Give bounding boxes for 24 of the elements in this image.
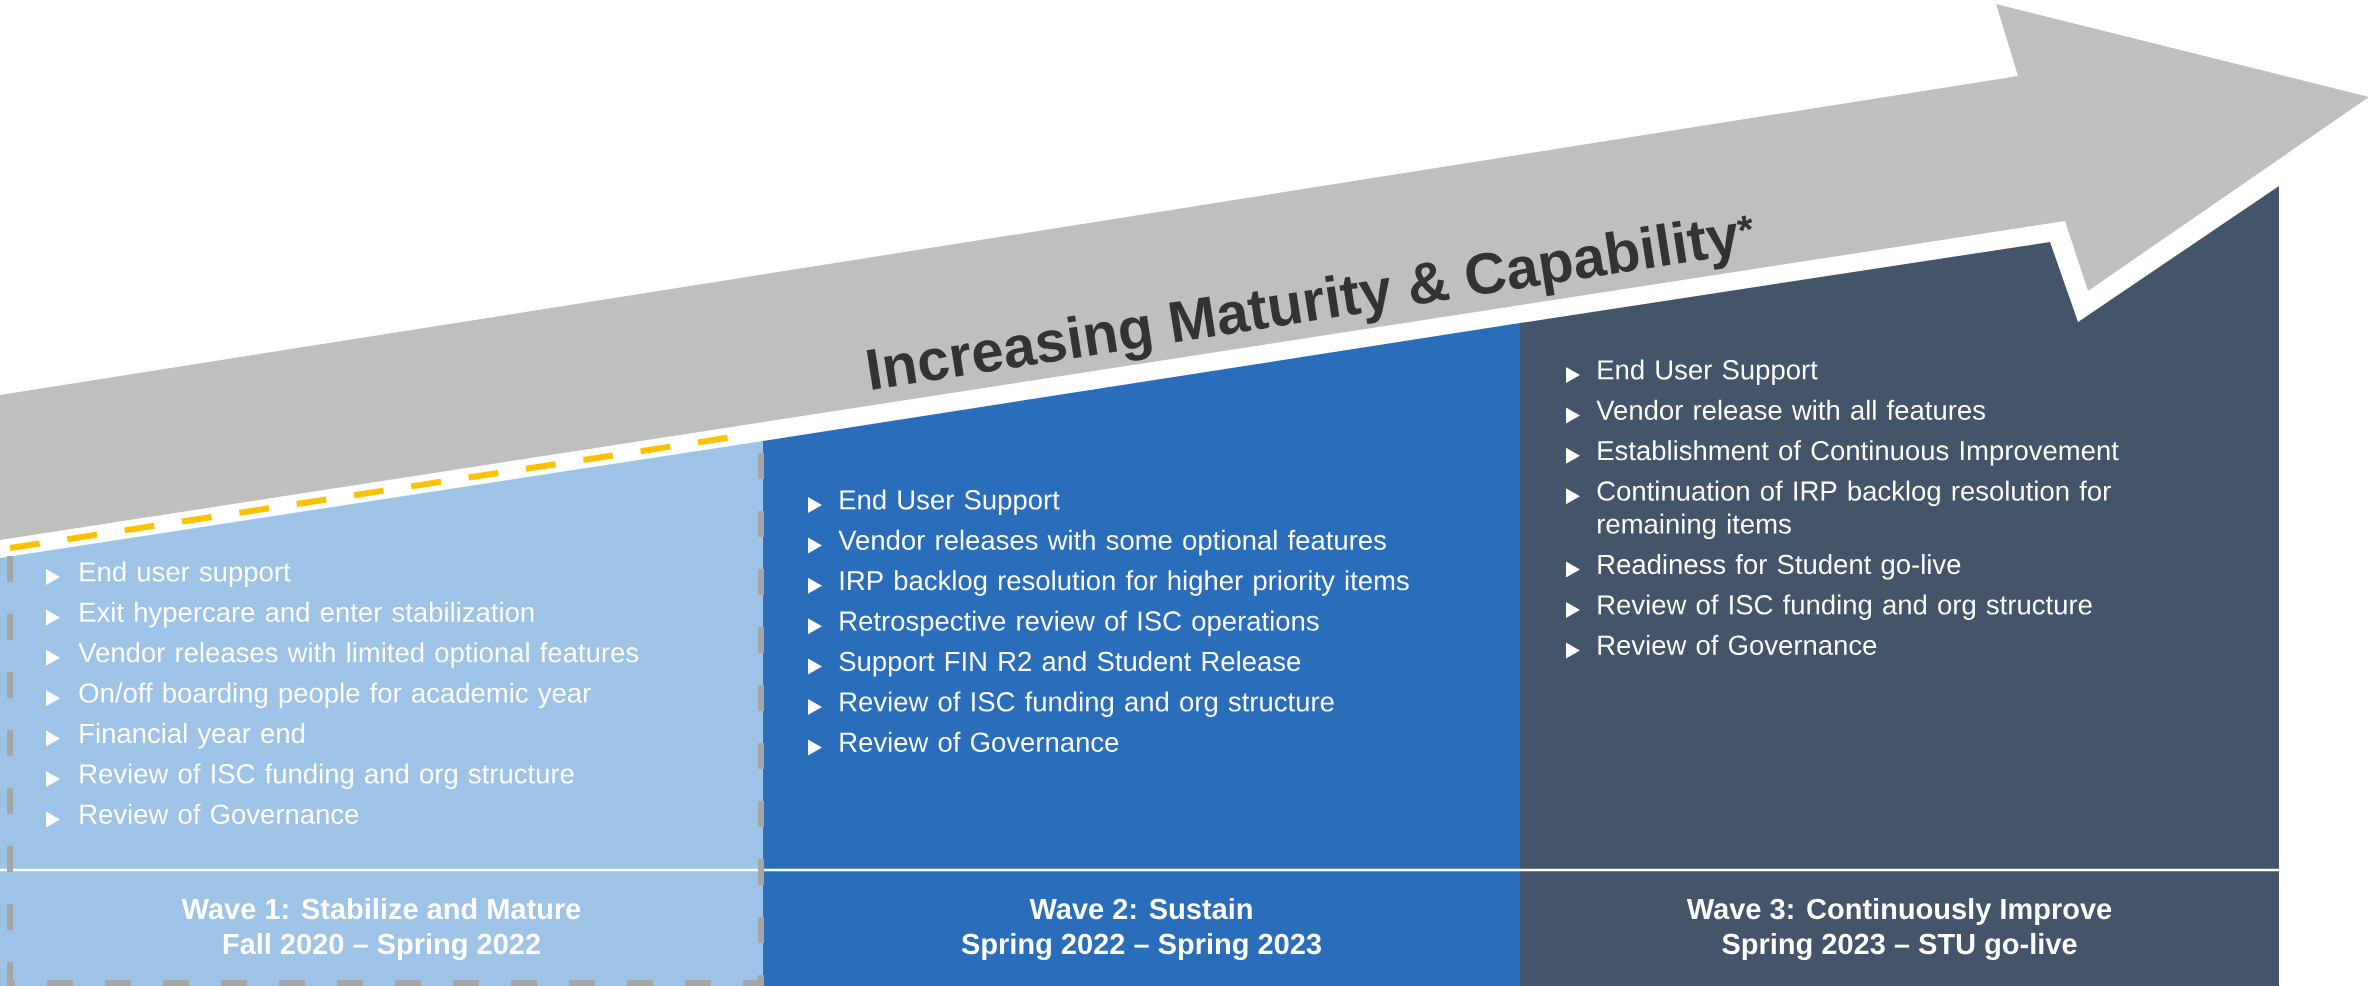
bullet-item: Continuation of IRP backlog resolution for remaining items [1566,480,2111,540]
bullet-item: Vendor releases with some optional features [808,529,1386,556]
wave-label: Wave 1: Stabilize and Mature Fall 2020 – Spring 2022 [181,897,581,961]
bullet-item: Review of Governance [808,731,1119,756]
bullet-item: Financial year end [46,723,305,749]
bullet-item: Review of Governance [1566,634,1877,659]
bullet-item: End user support [46,561,291,587]
bullet-item: Establishment of Continuous Improvement [1566,440,2119,466]
bullet-item: Review of ISC funding and org structure [1566,594,2092,620]
bullet-item: Review of ISC funding and org structure [808,691,1334,717]
bullet-item: Support FIN R2 and Student Release [808,651,1301,677]
bullet-item: End User Support [808,489,1060,515]
bullet-item: Retrospective review of ISC operations [808,610,1319,637]
bullet-item: Readiness for Student go-live [1566,554,1961,580]
bullet-item: On/off boarding people for academic year [46,682,591,709]
bullet-item: End User Support [1566,359,1818,385]
wave-label: Wave 3: Continuously Improve Spring 2023 – STU go-live [1686,897,2112,961]
wave-label: Wave 2: Sustain Spring 2022 – Spring 2023 [961,897,1321,961]
bullet-item: Review of Governance [46,803,359,828]
bullet-item: IRP backlog resolution for higher priority items [808,570,1409,596]
bullet-item: Exit hypercare and enter stabilization [46,601,534,628]
bullet-item: Vendor release with all features [1566,399,1985,424]
bullet-item: Review of ISC funding and org structure [46,763,574,789]
bullet-item: Vendor releases with limited optional features [46,642,639,668]
